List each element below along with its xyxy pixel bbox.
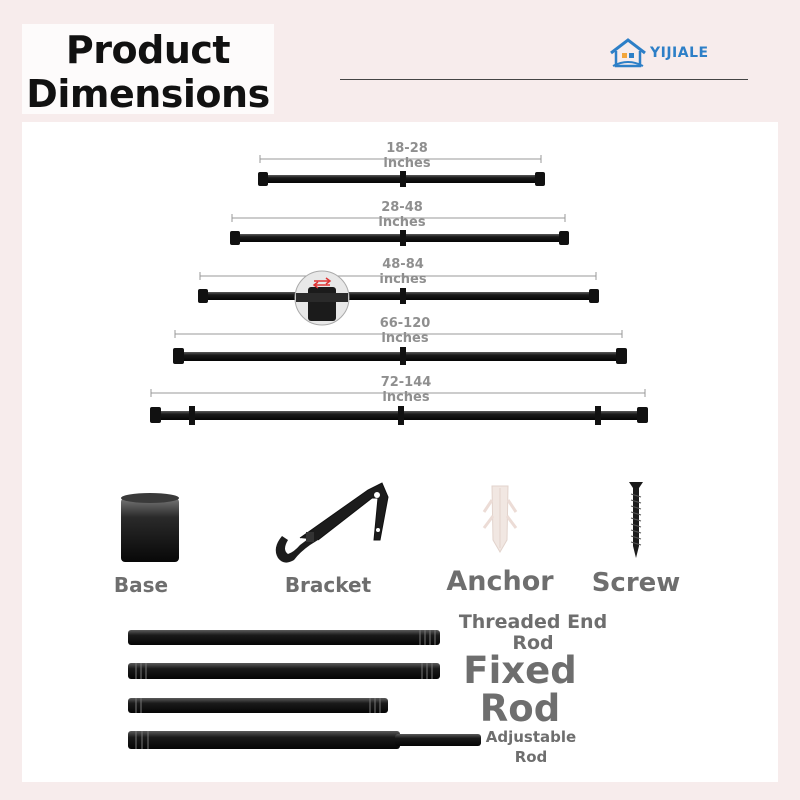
- dimension-label-1: 18-28 inches: [357, 141, 457, 171]
- rod-48-84: [198, 270, 599, 326]
- threaded-end-rod-label: Threaded End Rod: [448, 612, 618, 654]
- adjustable-label-line-1: Adjustable: [485, 728, 577, 746]
- rod-28-48: [230, 214, 569, 246]
- dimension-value: 28-48: [381, 200, 423, 215]
- base-part: [121, 493, 179, 562]
- dimension-label-2: 28-48 inches: [352, 200, 452, 230]
- threaded-label-line-1: Threaded End: [458, 611, 608, 633]
- dimension-unit: inches: [378, 215, 426, 230]
- threaded-label-line-2: Rod: [512, 632, 554, 654]
- bracket-label: Bracket: [284, 573, 372, 597]
- rod-18-28: [258, 155, 545, 187]
- anchor-part: [482, 485, 518, 553]
- dimension-label-4: 66-120 inches: [355, 316, 455, 346]
- rod-66-120: [173, 330, 627, 365]
- adjustable-rod: [128, 731, 481, 749]
- dimension-unit: inches: [383, 156, 431, 171]
- title-box: [22, 24, 274, 114]
- adjustable-label-line-2: Rod: [514, 748, 548, 766]
- dimension-value: 66-120: [379, 316, 431, 331]
- screw-part: [629, 482, 643, 558]
- bracket-part: [275, 482, 389, 563]
- rod-72-144: [150, 389, 648, 425]
- threaded-end-rod: [128, 630, 440, 645]
- header-rule: [340, 79, 748, 80]
- title-line-1: Product: [65, 28, 231, 72]
- base-label: Base: [113, 573, 169, 597]
- dimension-value: 18-28: [386, 141, 428, 156]
- adjustable-rod-label: Adjustable Rod: [476, 727, 586, 767]
- title-line-2: Dimensions: [26, 72, 270, 116]
- fixed-rod-short: [128, 698, 388, 713]
- fixed-label-line-2: Rod: [479, 687, 561, 730]
- dimension-unit: inches: [379, 272, 427, 287]
- dimension-unit: inches: [382, 390, 430, 405]
- dimension-value: 72-144: [380, 375, 432, 390]
- brand-name: YIJIALE: [650, 45, 709, 61]
- brand-logo: YIJIALE: [608, 36, 709, 70]
- page-title: Product Dimensions: [18, 28, 278, 116]
- house-logo-icon: [610, 38, 646, 68]
- dimension-value: 48-84: [382, 257, 424, 272]
- dimension-label-5: 72-144 inches: [356, 375, 456, 405]
- screw-label: Screw: [591, 568, 681, 598]
- dimension-unit: inches: [381, 331, 429, 346]
- anchor-label: Anchor: [446, 566, 554, 597]
- fixed-label-line-1: Fixed: [463, 649, 577, 692]
- fixed-rod-label: Fixed Rod: [455, 652, 585, 728]
- fixed-rod: [128, 663, 440, 679]
- dimension-label-3: 48-84 inches: [353, 257, 453, 287]
